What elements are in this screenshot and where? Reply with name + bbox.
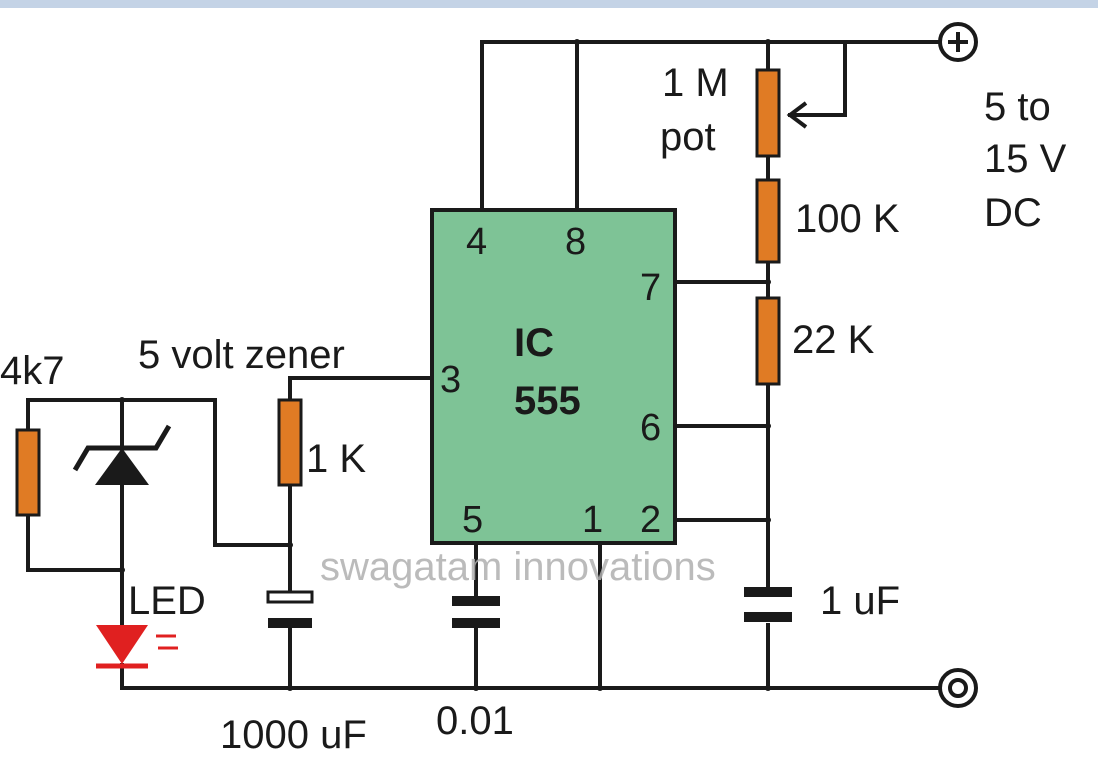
label-1k: 1 K (306, 437, 366, 481)
ic-555-body (430, 208, 677, 545)
ic-pin-5: 5 (462, 499, 483, 541)
resistor-1k (277, 398, 303, 487)
label-1000uf: 1000 uF (220, 713, 367, 757)
ic-pin-7: 7 (640, 267, 661, 309)
label-zener: 5 volt zener (138, 333, 345, 377)
label-001: 0.01 (436, 699, 514, 743)
light-emission-icon (156, 634, 178, 650)
label-supply-line1: 5 to (984, 85, 1051, 129)
led (96, 625, 178, 669)
plus-icon (948, 32, 968, 52)
ground-terminal (938, 668, 978, 708)
label-22k: 22 K (792, 318, 875, 362)
capacitor-1000uf (266, 590, 314, 628)
label-supply-line3: DC (984, 191, 1042, 235)
ic-pin-1: 1 (582, 499, 603, 541)
ic-pin-8: 8 (565, 221, 586, 263)
pot-1m (755, 68, 808, 158)
label-pot-line2: pot (660, 115, 716, 159)
ic-pin-6: 6 (640, 407, 661, 449)
label-pot-line1: 1 M (662, 61, 729, 105)
resistor-22k (755, 296, 781, 386)
positive-terminal (938, 22, 978, 62)
resistor-100k (755, 178, 781, 264)
watermark: swagatam innovations (320, 545, 716, 589)
resistor-4k7 (15, 428, 41, 517)
wiper-arrow-icon (786, 101, 808, 129)
label-led: LED (128, 579, 206, 623)
label-4k7: 4k7 (0, 349, 65, 393)
capacitor-001 (452, 596, 500, 628)
ic-pin-2: 2 (640, 499, 661, 541)
ic-label-line1: IC (514, 321, 554, 365)
top-border-bar (0, 0, 1098, 8)
zener-diode (72, 424, 172, 485)
ic-label-line2: 555 (514, 379, 581, 423)
capacitor-1uf (744, 587, 792, 622)
ic-pin-3: 3 (440, 359, 461, 401)
label-100k: 100 K (795, 197, 900, 241)
ic-pin-4: 4 (466, 221, 487, 263)
label-supply-line2: 15 V (984, 137, 1067, 181)
label-1uf: 1 uF (820, 579, 900, 623)
junction-dots (119, 39, 771, 691)
